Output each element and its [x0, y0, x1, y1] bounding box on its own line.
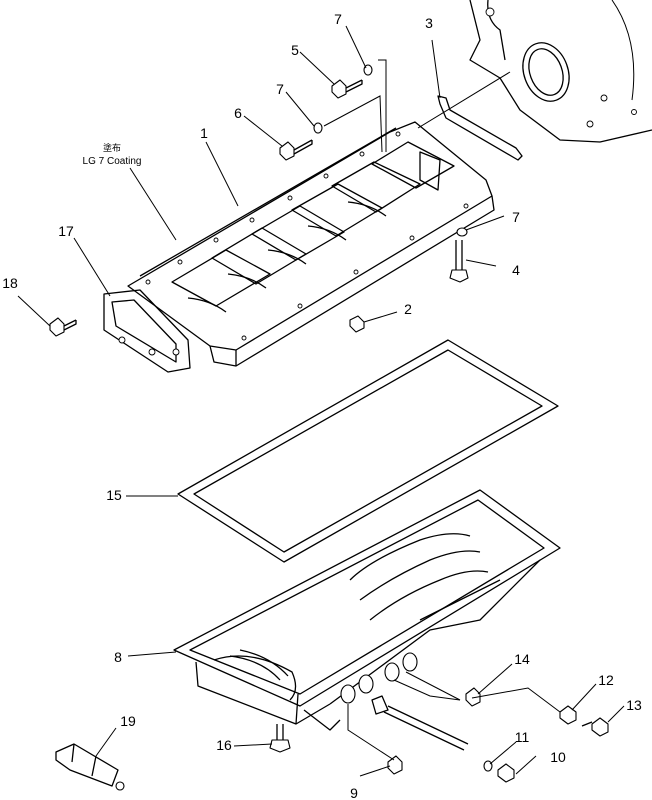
callout-7-top: 7	[334, 11, 342, 27]
callout-6: 6	[234, 105, 242, 121]
callout-18: 18	[2, 275, 18, 291]
callout-4: 4	[512, 262, 520, 278]
engine-block-fragment	[469, 0, 652, 143]
bolt-6	[279, 139, 313, 161]
bolt-5	[331, 79, 363, 99]
end-bracket	[103, 289, 191, 373]
plug-10	[497, 763, 515, 783]
callout-16: 16	[216, 737, 232, 753]
bolt-4	[449, 240, 469, 283]
callout-1: 1	[200, 125, 208, 141]
leader-lines	[17, 25, 625, 777]
bolt-18	[49, 317, 77, 337]
callout-13: 13	[626, 697, 642, 713]
callout-14: 14	[514, 651, 530, 667]
callout-10: 10	[550, 749, 566, 765]
callout-12: 12	[598, 672, 614, 688]
bolt-16	[269, 724, 291, 753]
plug-2	[349, 315, 365, 333]
rod-3	[437, 95, 523, 161]
callout-17: 17	[58, 223, 74, 239]
gasket-15	[177, 339, 559, 563]
callout-15: 15	[106, 487, 122, 503]
oil-pan-8	[173, 489, 561, 731]
callout-2: 2	[404, 301, 412, 317]
callout-8: 8	[114, 649, 122, 665]
callout-19: 19	[120, 713, 136, 729]
callout-9: 9	[350, 785, 358, 800]
dipstick-tube-19	[55, 743, 125, 791]
callout-3: 3	[425, 15, 433, 31]
pan-fittings	[340, 652, 469, 751]
callout-5: 5	[291, 42, 299, 58]
callout-11: 11	[515, 729, 530, 745]
plug-9	[387, 755, 403, 775]
main-housing	[127, 121, 495, 367]
plug-13	[581, 717, 609, 737]
plug-14	[465, 687, 481, 707]
washers-7	[313, 64, 468, 237]
plug-12	[559, 705, 577, 725]
callout-7-right: 7	[512, 209, 520, 225]
callout-7-middle: 7	[276, 81, 284, 97]
coating-note-jp: 塗布	[103, 142, 121, 154]
o-ring-11	[483, 760, 493, 772]
coating-note-en: LG 7 Coating	[83, 156, 142, 167]
